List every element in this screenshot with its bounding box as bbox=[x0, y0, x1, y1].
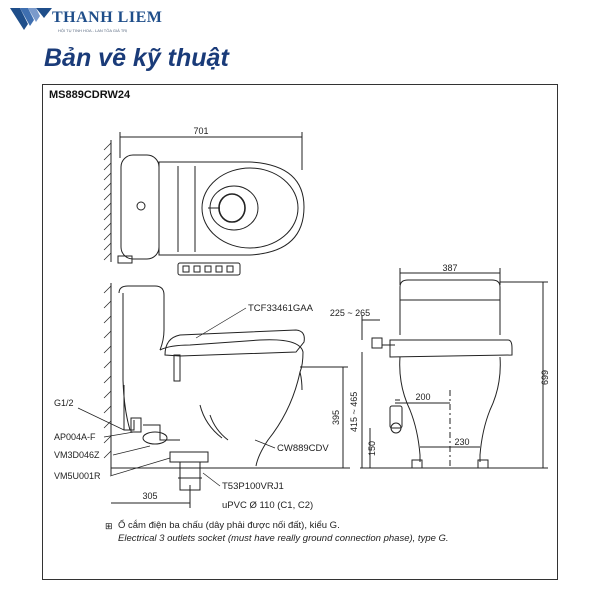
part-label-drain-pipe: uPVC Ø 110 (C1, C2) bbox=[222, 500, 313, 511]
socket-note: Ổ cắm điện ba chấu (dây phải được nối đấ… bbox=[118, 519, 538, 545]
bowl-rim-top bbox=[201, 167, 299, 249]
part-label-adapter: T53P100VRJ1 bbox=[222, 481, 284, 492]
seat-outline-top bbox=[158, 161, 305, 256]
dim-label-415-465: 415 ~ 465 bbox=[349, 392, 359, 432]
header: THANH LIEM HỘI TỤ TINH HOA - LAN TỎA GIÁ… bbox=[0, 0, 600, 36]
bowl-side-view bbox=[159, 339, 304, 467]
flush-button-top bbox=[136, 201, 146, 211]
bowl-front-view bbox=[399, 356, 501, 462]
dim-label-701: 701 bbox=[193, 126, 208, 136]
part-label-flange: VM5U001R bbox=[54, 471, 101, 481]
dim-label-225-265: 225 ~ 265 bbox=[330, 308, 370, 318]
socket-note-en: Electrical 3 outlets socket (must have r… bbox=[118, 533, 449, 544]
dim-label-200: 200 bbox=[415, 392, 430, 402]
wall-hatch-side-view bbox=[103, 285, 112, 459]
dim-label-387: 387 bbox=[442, 263, 457, 273]
brand-logo-icon bbox=[10, 8, 52, 30]
dim-label-395: 395 bbox=[331, 410, 341, 425]
tank-front-view bbox=[399, 279, 501, 335]
dim-label-150: 150 bbox=[367, 441, 377, 456]
supply-pipe bbox=[123, 385, 135, 431]
part-label-supply-thread: G1/2 bbox=[54, 398, 74, 408]
socket-symbol-icon: ⊞ bbox=[105, 521, 113, 531]
dim-label-230: 230 bbox=[454, 437, 469, 447]
dim-label-699: 699 bbox=[540, 370, 550, 385]
tank-side-view bbox=[118, 285, 165, 351]
part-label-seat: TCF33461GAA bbox=[248, 303, 314, 314]
socket-note-vi: Ổ cắm điện ba chấu (dây phải được nối đấ… bbox=[118, 520, 340, 531]
part-label-valve: AP004A-F bbox=[54, 432, 96, 442]
brand-tagline: HỘI TỤ TINH HOA - LAN TỎA GIÁ TRỊ bbox=[58, 28, 128, 33]
dim-label-305: 305 bbox=[142, 491, 157, 501]
wall-hatch-top-view bbox=[103, 142, 112, 261]
supply-valve-front bbox=[389, 405, 403, 429]
floor-flange bbox=[169, 451, 209, 463]
drawing-frame bbox=[42, 84, 558, 580]
tank-top-view bbox=[120, 154, 160, 260]
part-label-connector: VM3D046Z bbox=[54, 450, 100, 460]
remote-control bbox=[177, 262, 241, 276]
seat-front-view bbox=[389, 339, 513, 358]
seat-side-view bbox=[164, 329, 305, 357]
electrical-socket bbox=[371, 337, 383, 349]
model-label: MS889CDRW24 bbox=[49, 89, 131, 101]
page-title: Bản vẽ kỹ thuật bbox=[44, 44, 229, 72]
part-label-bowl: CW889CDV bbox=[277, 443, 329, 454]
brand-name: THANH LIEM bbox=[52, 9, 163, 26]
